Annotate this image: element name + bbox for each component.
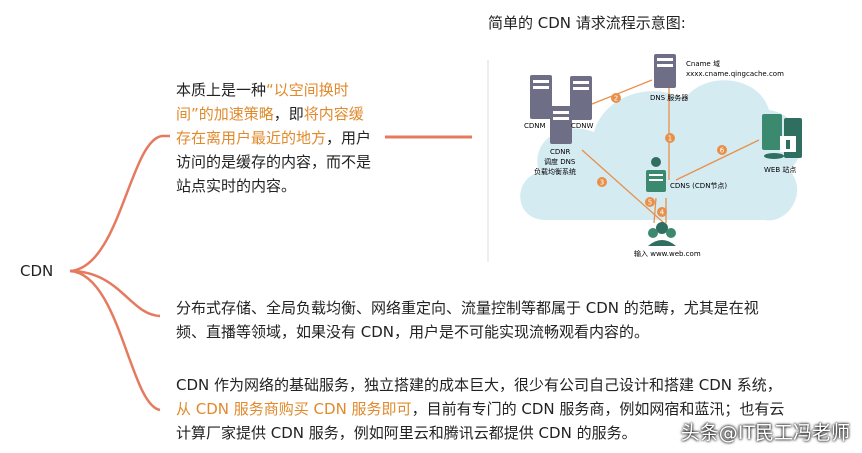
label-cdnm: CDNM [524,122,546,130]
arrow-step-4 [653,197,657,224]
label-user: 输入 www.web.com [634,249,701,258]
label-cdnr: CDNR [550,148,571,156]
cdnw-server-icon [570,76,592,120]
branch-to-node3 [69,269,161,412]
node3-highlight: 从 CDN 服务商购买 CDN 服务即可 [176,400,412,418]
label-web: WEB 站点 [764,165,796,174]
step-1-label: 1 [668,135,672,143]
step-badge-1 [665,133,675,143]
node1-text-3: ，用户访问的是缓存的内容，而不是站点实时的内容。 [176,129,372,195]
node1-highlight-2: 将内容缓存在离用户最近的地方 [176,105,364,147]
arrow-step-6 [675,139,760,181]
step-2-label: 2 [614,95,618,103]
step-badge-5 [645,197,655,207]
cdn-flow-diagram: 2 1 3 6 5 4 Cname 域 xxxx.cname.qingcache… [487,54,802,262]
node3-text-2: ，目前有专门的 CDN 服务商，例如网宿和蓝汛；也有云计算厂家提供 CDN 服务… [176,400,785,442]
node-scope: 分布式存储、全局负载均衡、网络重定向、流量控制等都属于 CDN 的范畴，尤其是在… [176,299,759,341]
branch-to-node1 [69,134,170,273]
node1-text-2: ，即 [273,105,304,123]
label-cdnr-dns: 调度 DNS [544,157,576,166]
web-site-icon [762,114,802,159]
step-5-label: 5 [648,199,652,207]
label-cdns: CDNS (CDN节点) [670,182,727,190]
diagram-title: 简单的 CDN 请求流程示意图: [488,14,686,32]
label-cname-domain: xxxx.cname.qingcache.com [686,70,784,78]
branch-to-node2 [69,269,161,318]
arrow-step-3 [581,149,665,224]
cloud-shape [520,80,801,221]
dns-server-icon [654,54,676,88]
step-badge-6 [717,145,727,155]
step-4-label: 4 [660,209,665,217]
label-cname: Cname 域 [686,59,720,68]
label-cdnw: CDNW [571,122,594,130]
cdnm-server-icon [530,75,552,119]
node-service: CDN 作为网络的基础服务，独立搭建的成本巨大，很少有公司自己设计和搭建 CDN… [176,373,786,445]
step-3-label: 3 [600,179,604,187]
cdns-node-icon [646,157,666,192]
step-badge-3 [597,177,607,187]
watermark: 头条@IT民工冯老师 [680,422,850,444]
step-badge-2 [611,93,621,103]
step-6-label: 6 [720,147,725,155]
label-dns-server: DNS 服务器 [650,93,688,102]
cdnr-server-icon [550,106,572,144]
node1-text-1: 本质上是一种 [176,81,267,99]
label-cdnr-lb: 负载均衡系统 [534,167,576,176]
user-group-icon [648,222,676,246]
step-badges: 2 1 3 6 5 4 [597,93,727,217]
node3-text-1: CDN 作为网络的基础服务，独立搭建的成本巨大，很少有公司自己设计和搭建 CDN… [176,376,782,394]
node1-highlight-1: “以空间换时间”的加速策略 [176,81,349,123]
node-essence: 本质上是一种“以空间换时间”的加速策略，即将内容缓存在离用户最近的地方，用户访问… [176,78,376,198]
step-badge-4 [657,207,667,217]
root-node-cdn: CDN [20,262,54,280]
